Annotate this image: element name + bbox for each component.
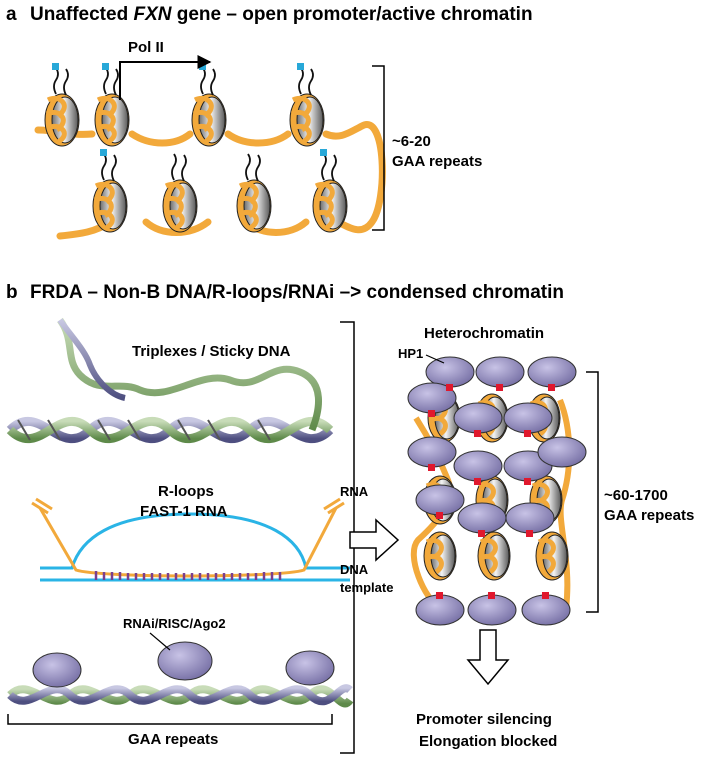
methyl-marks (428, 384, 555, 599)
nucleosome (289, 63, 325, 147)
panel-a-repeat-count: ~6-20 (392, 133, 431, 150)
panel-b-letter: b (6, 282, 18, 303)
nucleosome (236, 153, 272, 233)
pol-ii-label: Pol II (128, 39, 164, 56)
gaa-bracket-bottom (7, 714, 333, 725)
nucleosome (44, 63, 80, 147)
template-label: template (340, 580, 393, 595)
nucleosome (162, 153, 198, 233)
panel-a-repeat-label: GAA repeats (392, 153, 482, 170)
risc-complex (285, 650, 335, 686)
hetero-repeat-count: ~60-1700 (604, 487, 668, 504)
nucleosome (92, 149, 128, 233)
down-hollow-arrow (466, 629, 510, 686)
heterochromatin-array (407, 354, 587, 626)
rnai-dna (7, 632, 354, 708)
compact-nucleosome (535, 531, 569, 581)
hp1-pointer (425, 354, 445, 364)
hp1-proteins (407, 356, 587, 626)
rna-dna-hybrid-bars (94, 571, 282, 580)
panel-a-nucleosomes-bottom (92, 149, 348, 233)
hetero-repeat-label: GAA repeats (604, 507, 694, 524)
panel-a-bracket (372, 65, 385, 231)
panel-a-title-pre: Unaffected (30, 4, 133, 25)
hp1-label: HP1 (398, 346, 423, 361)
r-loop (31, 497, 350, 582)
right-hollow-arrow (349, 518, 400, 562)
panel-a-title-gene: FXN (133, 4, 172, 25)
panel-b-title: FRDA – Non-B DNA/R-loops/RNAi –> condens… (30, 282, 564, 303)
triplex-dna (6, 317, 334, 444)
rloop-label-2: FAST-1 RNA (140, 503, 228, 520)
heterochromatin-label: Heterochromatin (424, 325, 544, 342)
nucleosome (191, 63, 227, 147)
panel-a-letter: a (6, 4, 17, 25)
heterochromatin-bracket (586, 371, 599, 613)
rloop-label-1: R-loops (158, 483, 214, 500)
panel-a-title: Unaffected FXN gene – open promoter/acti… (30, 4, 533, 25)
panel-a-title-post: gene – open promoter/active chromatin (171, 4, 532, 25)
compact-nucleosome (423, 531, 457, 581)
rnai-label: RNAi/RISC/Ago2 (123, 616, 226, 631)
outcome-2: Elongation blocked (419, 733, 557, 750)
nucleosome (94, 63, 130, 147)
pol-ii-arrow (119, 55, 212, 100)
panel-a-nucleosomes-top (44, 63, 325, 147)
triplex-label: Triplexes / Sticky DNA (132, 343, 291, 360)
risc-complex (157, 641, 213, 681)
outcome-1: Promoter silencing (416, 711, 552, 728)
risc-complex (32, 652, 82, 688)
compact-nucleosome (477, 531, 511, 581)
nucleosome (312, 149, 348, 233)
gaa-bottom-label: GAA repeats (128, 731, 218, 748)
